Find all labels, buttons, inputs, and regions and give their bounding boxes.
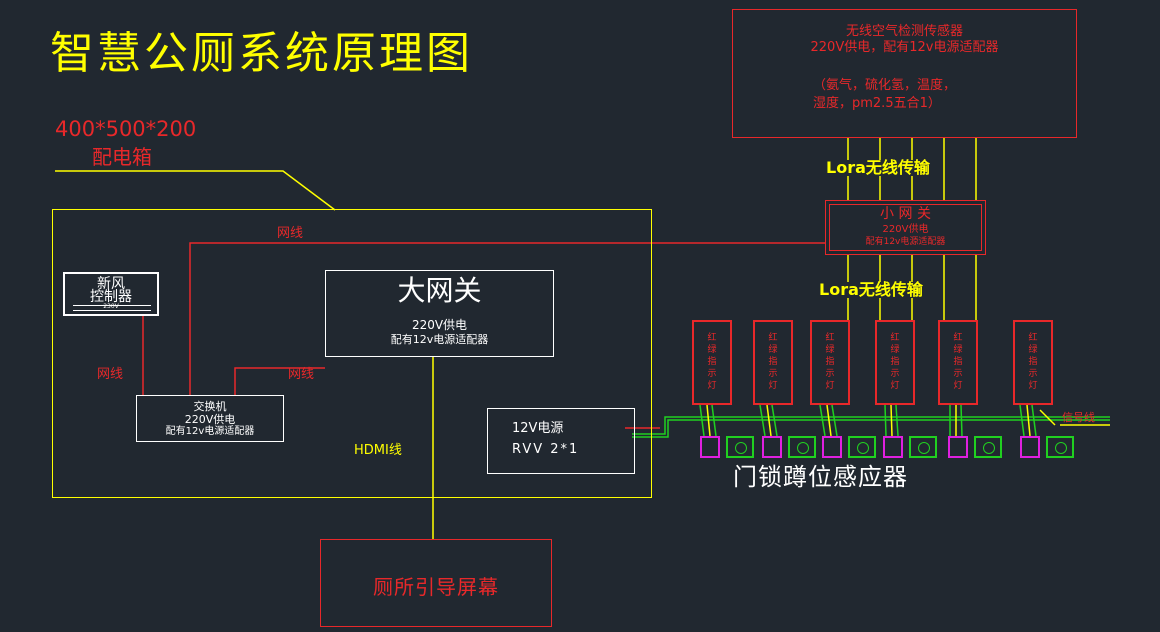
fresh-air-line1: 新风 (97, 276, 125, 292)
power-line1: 12V电源 (512, 421, 564, 436)
door-sensor (1020, 436, 1102, 458)
switch-line1: 交换机 (193, 400, 227, 413)
net-line-big-gateway (234, 367, 325, 395)
air-sensor-line1: 无线空气检测传感器 (845, 24, 963, 39)
cabinet-size: 400*500*200 (55, 117, 197, 141)
door-sensor-label: 门锁蹲位感应器 (733, 463, 908, 491)
indicator-lamp: 红绿指示灯 (1013, 320, 1053, 405)
door-sensor (883, 436, 965, 458)
lora-label-lower: Lora无线传输 (817, 280, 925, 299)
hdmi-label: HDMI线 (354, 443, 402, 458)
big-gateway: 大网关 220V供电 配有12v电源适配器 (325, 270, 554, 357)
fresh-air-tag: 230V (103, 303, 119, 310)
small-gateway: 小 网 关 220V供电 配有12v电源适配器 (825, 200, 986, 255)
signal-label: 信号线 (1062, 411, 1095, 424)
indicator-lamp: 红绿指示灯 (692, 320, 732, 405)
net-label-1: 网线 (277, 226, 304, 241)
net-label-3: 网线 (288, 367, 315, 382)
door-sensor (822, 436, 904, 458)
small-gateway-line1: 220V供电 (882, 224, 929, 235)
air-quality-sensor: 无线空气检测传感器 220V供电，配有12v电源适配器 （氨气，硫化氢，温度， … (732, 9, 1077, 138)
indicator-lamp: 红绿指示灯 (875, 320, 915, 405)
indicator-lamp: 红绿指示灯 (938, 320, 978, 405)
switch-line3: 配有12v电源适配器 (165, 426, 255, 437)
page-title: 智慧公厕系统原理图 (50, 28, 473, 79)
small-gateway-line2: 配有12v电源适配器 (865, 237, 946, 247)
big-gateway-title: 大网关 (397, 274, 482, 307)
door-sensor (948, 436, 1030, 458)
network-switch: 交换机 220V供电 配有12v电源适配器 (136, 395, 284, 442)
small-gateway-title: 小 网 关 (880, 206, 931, 222)
cabinet-name: 配电箱 (92, 145, 152, 169)
lora-label-upper: Lora无线传输 (824, 158, 932, 177)
power-line2: RVV 2*1 (512, 442, 580, 457)
power-supply: 12V电源 RVV 2*1 (487, 408, 635, 474)
guide-screen: 厕所引导屏幕 (320, 539, 552, 627)
guide-screen-label: 厕所引导屏幕 (373, 575, 499, 599)
air-sensor-line3: （氨气，硫化氢，温度， (813, 78, 957, 93)
door-sensor (700, 436, 782, 458)
switch-line2: 220V供电 (184, 413, 236, 426)
big-gateway-line2: 配有12v电源适配器 (390, 333, 489, 346)
cabinet-leader-line (55, 170, 336, 211)
fresh-air-line2: 控制器 (90, 289, 132, 305)
net-line-small-gateway (189, 242, 840, 395)
air-sensor-line2: 220V供电，配有12v电源适配器 (810, 40, 999, 55)
net-label-2: 网线 (97, 367, 124, 382)
indicator-lamp: 红绿指示灯 (810, 320, 850, 405)
distribution-cabinet (52, 209, 652, 498)
air-sensor-line4: 湿度，pm2.5五合1） (813, 96, 941, 111)
indicator-lamp: 红绿指示灯 (753, 320, 793, 405)
big-gateway-line1: 220V供电 (411, 318, 468, 332)
door-sensor (762, 436, 844, 458)
fresh-air-controller: 新风 控制器 230V (63, 272, 159, 316)
